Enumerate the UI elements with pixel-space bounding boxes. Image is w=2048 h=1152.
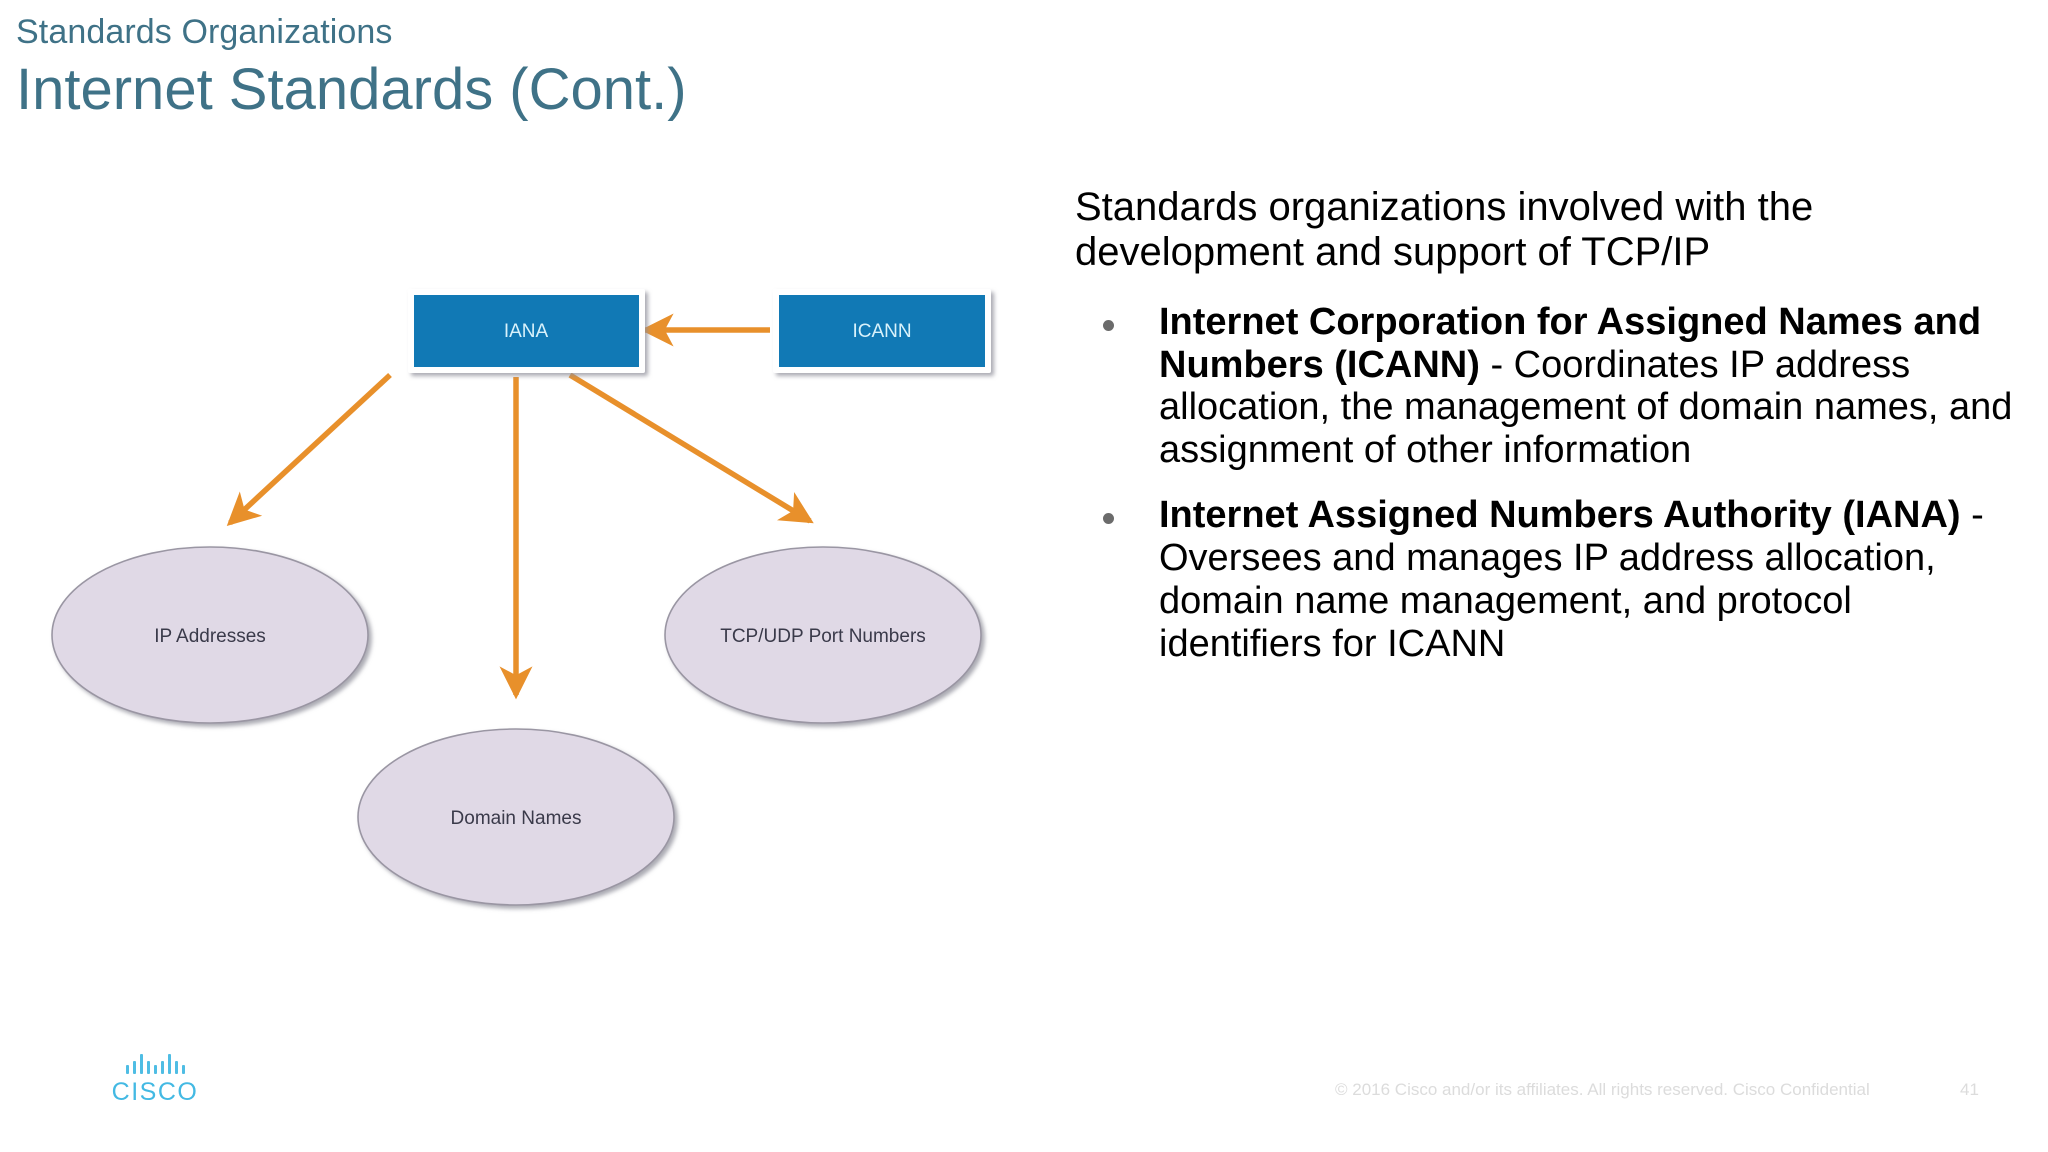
node-tcp-udp-port-numbers: TCP/UDP Port Numbers (664, 546, 982, 724)
node-tcp-udp-port-numbers-label: TCP/UDP Port Numbers (720, 626, 926, 647)
node-iana: IANA (408, 289, 645, 373)
page-number: 41 (1960, 1080, 1979, 1099)
cisco-logo: CISCO (110, 1052, 200, 1107)
arrow-iana-to-tcp-udp-port-numbers (568, 372, 814, 524)
node-domain-names: Domain Names (357, 728, 675, 906)
bullet-term: Internet Corporation for Assigned Names … (1159, 300, 1982, 386)
bullet-list: Internet Corporation for Assigned Names … (1075, 301, 2015, 667)
bullet-dot-icon (1103, 513, 1114, 525)
node-domain-names-label: Domain Names (451, 808, 582, 829)
node-icann-label: ICANN (852, 321, 911, 342)
bullet-description: - Oversees and manages IP address alloca… (1159, 494, 1984, 666)
page-title: Internet Standards (Cont.) (16, 57, 687, 123)
list-item: Internet Corporation for Assigned Names … (1075, 301, 2015, 473)
eyebrow-heading: Standards Organizations (16, 13, 393, 51)
arrow-iana-to-ip-addresses (226, 372, 392, 526)
bullet-description: - Coordinates IP address allocation, the… (1159, 343, 2013, 472)
list-item: Internet Assigned Numbers Authority (IAN… (1075, 494, 2015, 666)
node-iana-label: IANA (504, 321, 549, 342)
cisco-bridge-icon (110, 1052, 200, 1074)
intro-paragraph: Standards organizations involved with th… (1075, 185, 1814, 274)
node-icann: ICANN (773, 289, 991, 373)
node-ip-addresses: IP Addresses (51, 546, 369, 724)
bullet-term: Internet Assigned Numbers Authority (IAN… (1159, 494, 1961, 537)
slide-header: Standards Organizations Internet Standar… (16, 13, 1216, 123)
standards-organizations-diagram: IP Addresses Domain Names TCP/UDP Port N… (0, 255, 1030, 915)
bullet-dot-icon (1103, 319, 1114, 331)
content-column: Standards organizations involved with th… (1075, 185, 2015, 688)
footer-copyright: © 2016 Cisco and/or its affiliates. All … (1335, 1080, 1870, 1099)
cisco-wordmark: CISCO (111, 1078, 199, 1106)
node-ip-addresses-label: IP Addresses (154, 626, 266, 647)
